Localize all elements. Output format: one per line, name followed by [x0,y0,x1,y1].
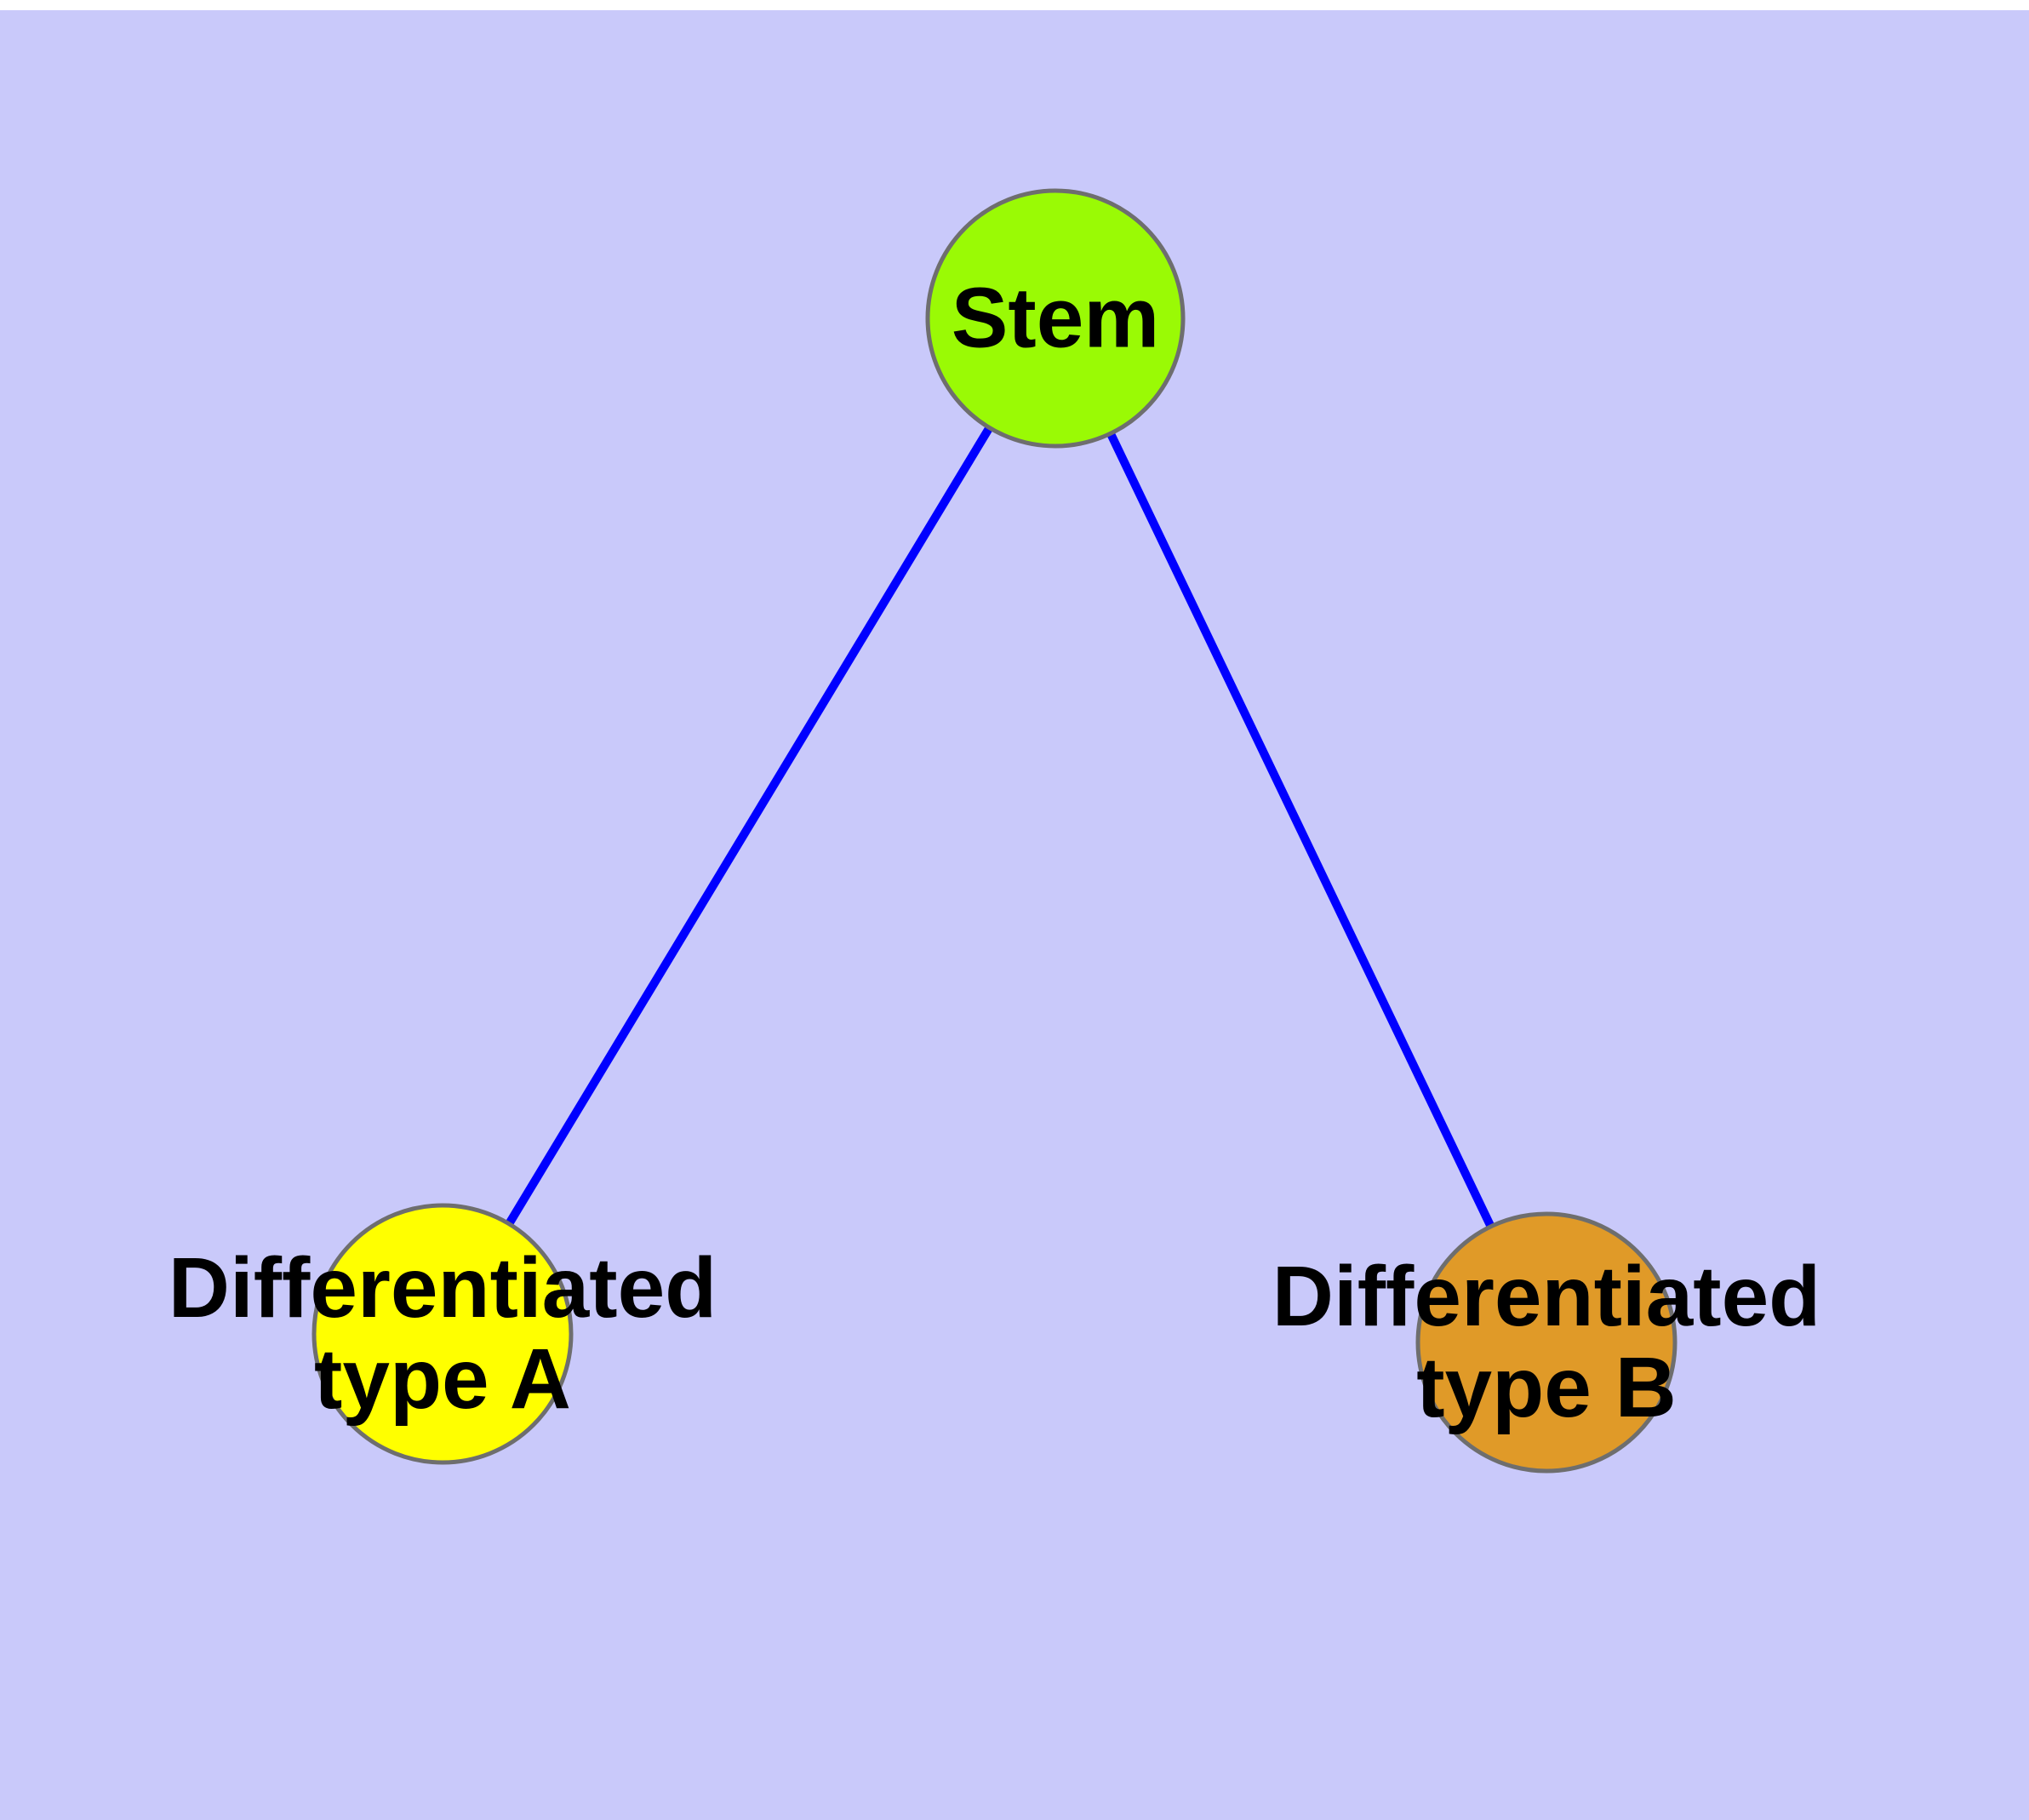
node-layer [311,188,1677,1474]
edge-layer [502,421,1497,1233]
graph-node-diff_a[interactable] [311,1203,574,1465]
graph-edge [1104,426,1497,1233]
graph-edge [502,421,996,1231]
graph-node-diff_b[interactable] [1415,1211,1677,1474]
graph-node-stem[interactable] [925,188,1186,449]
